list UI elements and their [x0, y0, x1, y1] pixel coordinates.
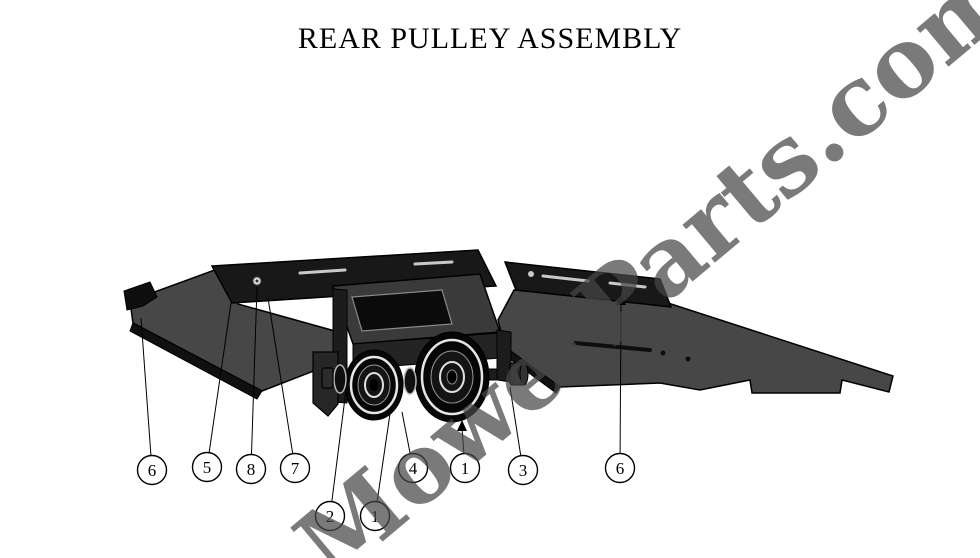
- leader-line: [206, 302, 232, 468]
- shaft-bolt-right-end: [519, 362, 529, 386]
- leader-line: [267, 297, 296, 469]
- callout-label: 7: [291, 459, 300, 478]
- leader-line: [619, 302, 622, 469]
- callout-label: 1: [371, 507, 380, 526]
- callout-label: 2: [326, 507, 335, 526]
- leader-line: [329, 389, 347, 517]
- callout-circle: [449, 452, 481, 484]
- callout-1-right: 1: [449, 420, 481, 484]
- rail-left-slot: [413, 260, 454, 266]
- callout-3: 3: [507, 386, 539, 486]
- callout-1-bottom: 1: [359, 406, 392, 532]
- leader-line: [374, 406, 392, 517]
- front-rail-right: [503, 261, 673, 308]
- idler-pulley-right: [414, 331, 490, 423]
- callout-label: 6: [148, 461, 157, 480]
- callout-circle: [191, 451, 223, 483]
- callout-8: 8: [235, 286, 267, 485]
- callouts: 6 5 8 7 2: [136, 286, 636, 532]
- callout-label: 6: [616, 459, 625, 478]
- callout-circle: [397, 452, 429, 484]
- leader-arrow: [457, 420, 467, 431]
- callout-circle: [279, 452, 311, 484]
- callout-label: 3: [519, 461, 528, 480]
- right-plate-slot: [573, 341, 652, 352]
- left-wing-front-edge: [129, 322, 263, 400]
- callout-circle: [136, 454, 168, 486]
- callout-4: 4: [397, 411, 429, 484]
- idler-pulley-left: [344, 349, 404, 421]
- callout-circle: [359, 500, 391, 532]
- callout-circle: [235, 453, 267, 485]
- right-deck-plate: [497, 289, 894, 394]
- callout-7: 7: [267, 297, 311, 484]
- bracket-right-support: [496, 329, 512, 383]
- rail-left-screw-center: [255, 279, 259, 283]
- leader-line: [250, 286, 258, 470]
- belt-guide-left: [123, 281, 158, 311]
- callout-6-right: 6: [604, 294, 636, 484]
- callout-2: 2: [314, 389, 347, 532]
- callout-label: 1: [461, 459, 470, 478]
- leader-line: [140, 317, 153, 471]
- page-title: REAR PULLEY ASSEMBLY: [297, 22, 683, 55]
- bracket-opening: [351, 289, 453, 332]
- callout-circle: [507, 454, 539, 486]
- right-plate-hole: [685, 356, 691, 362]
- right-plate-hole: [660, 350, 666, 356]
- rail-right-hole: [528, 271, 534, 277]
- callout-6-left: 6: [136, 317, 168, 486]
- pulley-washer-left: [333, 364, 347, 394]
- pulley-bolt-left: [321, 367, 334, 389]
- callout-circle: [314, 500, 346, 532]
- callout-label: 8: [247, 460, 256, 479]
- callout-label: 4: [409, 459, 418, 478]
- leader-arrow: [616, 294, 626, 305]
- pulley-spacer: [403, 367, 417, 395]
- assembly-drawing: [123, 249, 894, 423]
- callout-5: 5: [191, 302, 232, 483]
- rail-right-slot: [608, 281, 647, 289]
- callout-label: 5: [203, 458, 212, 477]
- rail-left-slot: [298, 268, 347, 275]
- rail-right-slot: [541, 274, 590, 283]
- callout-circle: [604, 452, 636, 484]
